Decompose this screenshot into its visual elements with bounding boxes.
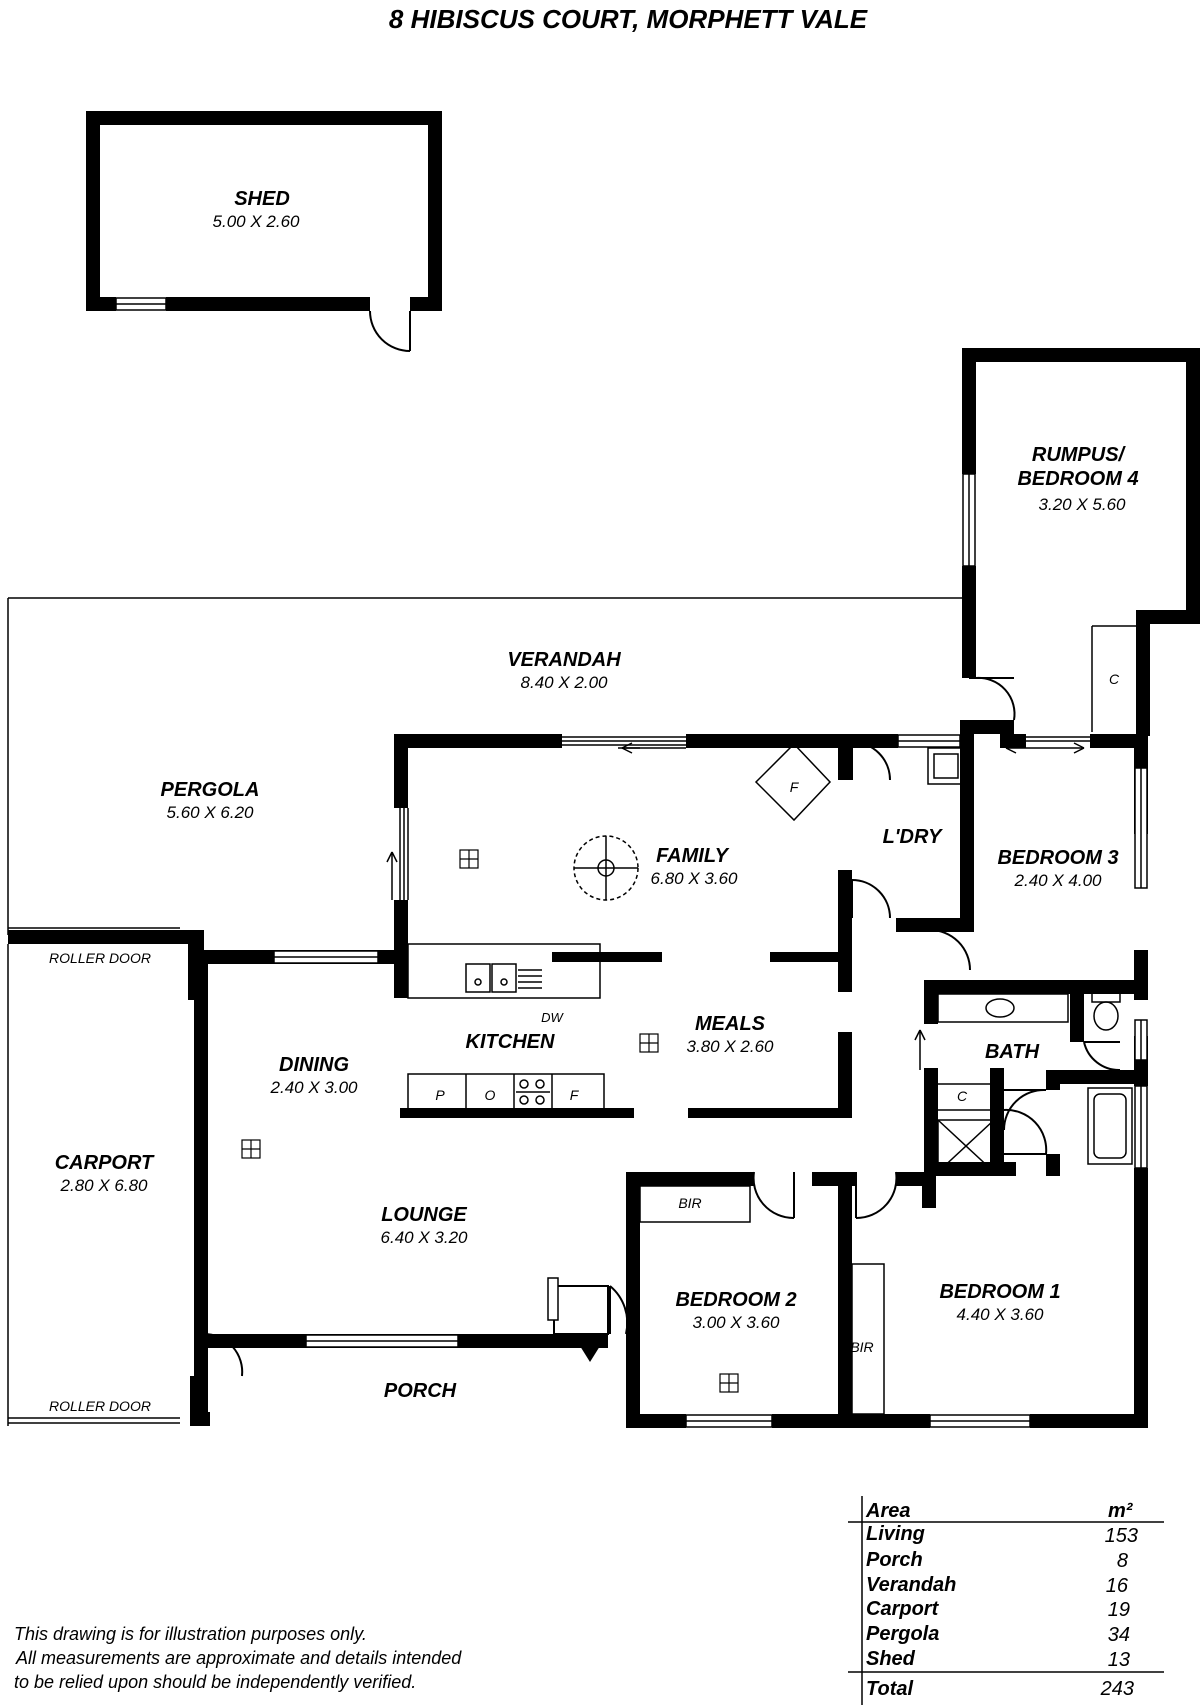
disclaimer-line2: All measurements are approximate and det…	[15, 1648, 462, 1668]
area-row-porch-label: Porch	[866, 1549, 923, 1571]
carport-name: CARPORT	[55, 1152, 155, 1174]
ceiling-fan-icon	[573, 835, 639, 901]
rumpus-window	[962, 473, 976, 567]
area-row-pergola-label: Pergola	[866, 1623, 939, 1645]
bir-bedroom2-label: BIR	[678, 1195, 701, 1211]
outdoor-outline	[7, 597, 962, 935]
carport-dims: 2.80 X 6.80	[60, 1176, 149, 1195]
shed-window	[115, 297, 167, 311]
rumpus-cupboard-label: C	[1109, 671, 1120, 687]
roller-door-bottom-label: ROLLER DOOR	[49, 1398, 151, 1414]
bedroom2-dims: 3.00 X 3.60	[693, 1313, 781, 1332]
area-total-label: Total	[866, 1678, 913, 1700]
roller-door-marks	[7, 927, 180, 1426]
disclaimer-line1: This drawing is for illustration purpose…	[14, 1624, 367, 1644]
bath-fixtures	[914, 989, 1133, 1173]
shed-structure	[86, 111, 442, 311]
rumpus-name-line2: BEDROOM 4	[1017, 468, 1138, 490]
area-row-verandah-value: 16	[1106, 1575, 1129, 1597]
area-row-carport-value: 19	[1108, 1599, 1130, 1621]
rumpus-cupboard	[1091, 625, 1136, 732]
dining-name: DINING	[279, 1054, 349, 1076]
shed-dims: 5.00 X 2.60	[213, 212, 301, 231]
house-walls	[8, 720, 1148, 1428]
bedroom2-name: BEDROOM 2	[675, 1289, 796, 1311]
vent-icons	[241, 849, 739, 1393]
bedroom3-dims: 2.40 X 4.00	[1014, 871, 1103, 890]
bedroom1-name: BEDROOM 1	[939, 1281, 1060, 1303]
lounge-name: LOUNGE	[381, 1204, 467, 1226]
area-row-living-value: 153	[1105, 1525, 1138, 1547]
pantry-label: P	[435, 1087, 445, 1103]
fireplace-label: F	[790, 779, 800, 795]
shed-door	[369, 310, 411, 352]
area-row-shed-label: Shed	[866, 1648, 916, 1670]
bedroom1-dims: 4.40 X 3.60	[957, 1305, 1045, 1324]
area-row-porch-value: 8	[1117, 1550, 1128, 1572]
laundry-name: L'DRY	[883, 826, 943, 848]
rumpus-walls	[962, 348, 1200, 736]
kitchen-name: KITCHEN	[466, 1031, 555, 1053]
windows	[273, 734, 1148, 1428]
area-table-lines	[848, 1496, 1164, 1705]
swing-doors	[203, 741, 1121, 1377]
dining-dims: 2.40 X 3.00	[270, 1078, 359, 1097]
fridge-label: F	[570, 1087, 580, 1103]
oven-label: O	[485, 1087, 496, 1103]
pergola-dims: 5.60 X 6.20	[167, 803, 255, 822]
meals-dims: 3.80 X 2.60	[687, 1037, 775, 1056]
rumpus-door	[969, 676, 1016, 721]
bedroom3-name: BEDROOM 3	[997, 847, 1118, 869]
dishwasher-label: DW	[541, 1010, 564, 1025]
area-row-carport-label: Carport	[866, 1598, 940, 1620]
area-row-living-label: Living	[866, 1523, 925, 1545]
area-row-shed-value: 13	[1108, 1649, 1130, 1671]
roller-door-top-label: ROLLER DOOR	[49, 950, 151, 966]
lounge-dims: 6.40 X 3.20	[381, 1228, 469, 1247]
area-row-pergola-value: 34	[1108, 1624, 1130, 1646]
pergola-name: PERGOLA	[161, 779, 260, 801]
area-total-value: 243	[1100, 1678, 1134, 1700]
kitchen-bench	[407, 943, 605, 1115]
area-header-label: Area	[865, 1500, 910, 1522]
bath-cupboard-label: C	[957, 1088, 968, 1104]
bath-name: BATH	[985, 1041, 1040, 1063]
verandah-dims: 8.40 X 2.00	[521, 673, 609, 692]
shed-name: SHED	[234, 188, 290, 210]
family-name: FAMILY	[656, 845, 730, 867]
rumpus-dims: 3.20 X 5.60	[1039, 495, 1127, 514]
area-row-verandah-label: Verandah	[866, 1574, 956, 1596]
plan-title: 8 HIBISCUS COURT, MORPHETT VALE	[389, 4, 868, 34]
family-dims: 6.80 X 3.60	[651, 869, 739, 888]
sliding-doors	[386, 736, 1090, 900]
porch-name: PORCH	[384, 1380, 457, 1402]
laundry-trough-icon	[927, 747, 965, 785]
verandah-name: VERANDAH	[507, 649, 621, 671]
fireplace-icon	[754, 742, 832, 822]
disclaimer-line3: to be relied upon should be independentl…	[14, 1672, 416, 1692]
area-header-unit: m²	[1108, 1500, 1134, 1522]
rumpus-name-line1: RUMPUS/	[1032, 444, 1127, 466]
meals-name: MEALS	[695, 1013, 766, 1035]
bir-bedroom1-label: BIR	[850, 1339, 873, 1355]
bir-outlines	[639, 1185, 885, 1415]
front-entry	[547, 1277, 609, 1362]
